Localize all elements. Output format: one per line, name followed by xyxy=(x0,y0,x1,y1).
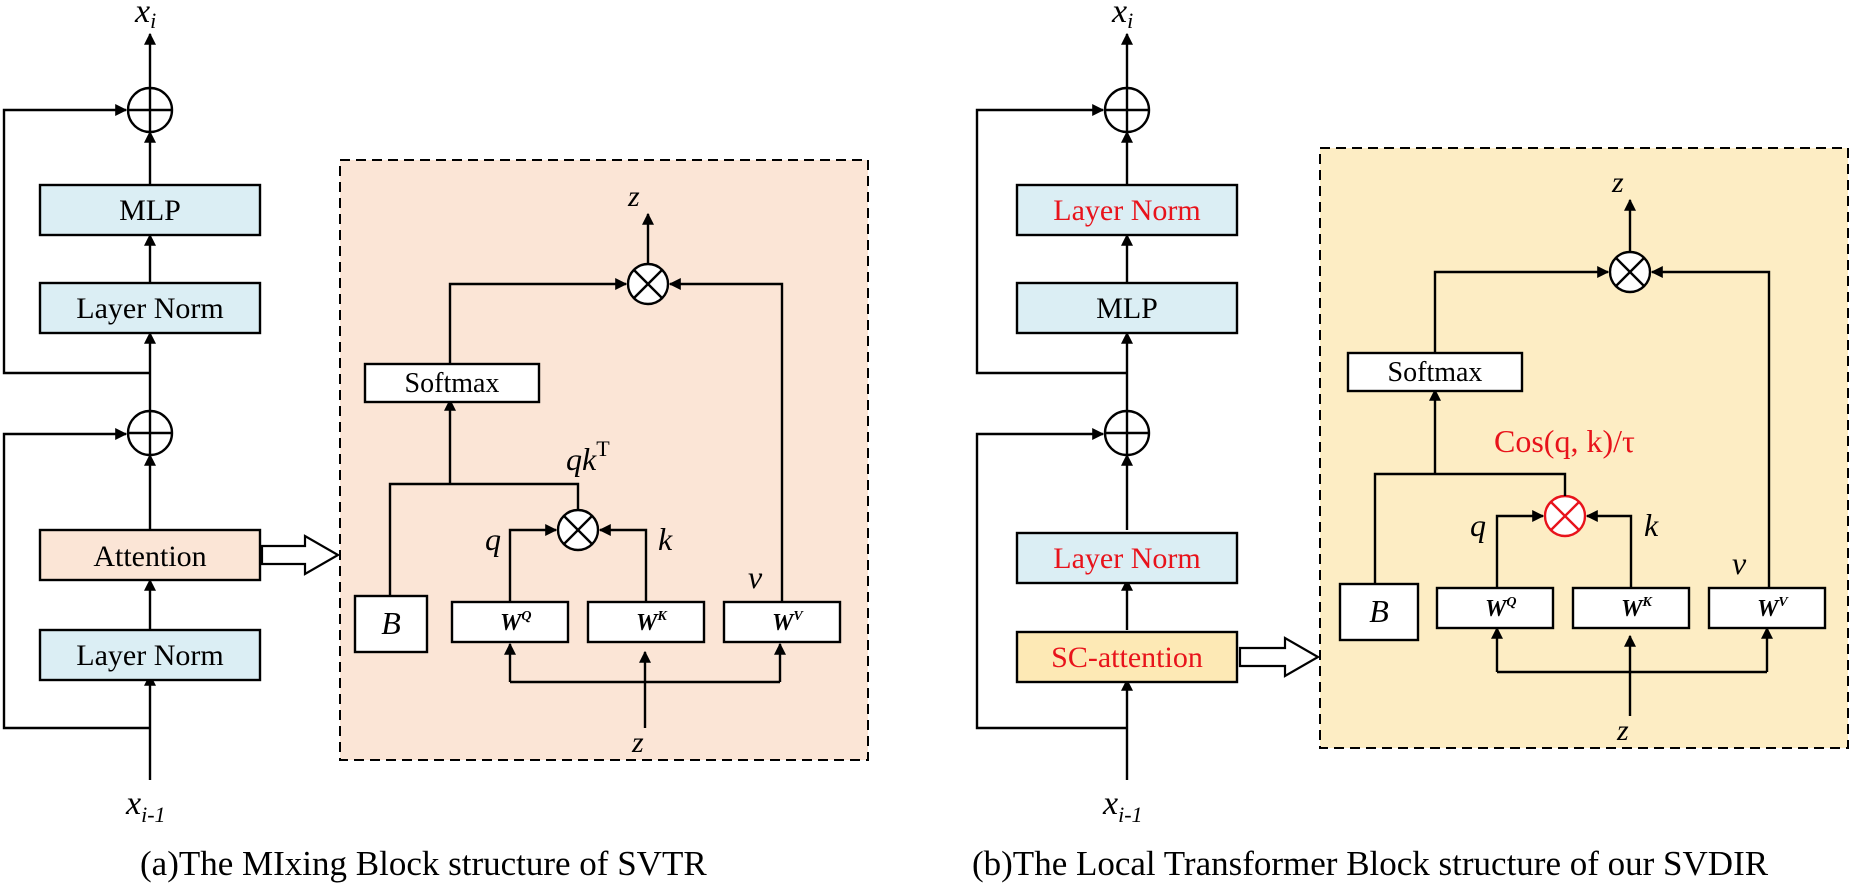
softmax-label-a: Softmax xyxy=(405,368,500,399)
k-label-a: k xyxy=(658,521,673,557)
q-label-a: q xyxy=(485,521,501,557)
layer-norm-top-label: Layer Norm xyxy=(76,292,223,325)
wk-block-a xyxy=(586,600,706,644)
expand-arrow-icon xyxy=(260,534,341,576)
wv-block-b xyxy=(1707,586,1827,630)
layer-norm-bottom-label-b: Layer Norm xyxy=(1053,542,1200,575)
wv-label-b: WV xyxy=(1757,595,1789,622)
b-block-b xyxy=(1338,582,1420,642)
input-label-b: xi-1 xyxy=(1102,785,1143,827)
multiply-node-cos-b xyxy=(1543,494,1587,538)
layer-norm-top-label-b: Layer Norm xyxy=(1053,194,1200,227)
z-out-label-b: z xyxy=(1611,166,1624,199)
softmax-label-b: Softmax xyxy=(1388,357,1483,388)
multiply-node-out-a xyxy=(626,262,670,306)
panel-b-detail-frame xyxy=(1319,147,1849,749)
softmax-block-b xyxy=(1346,351,1524,393)
wv-label-a: WV xyxy=(772,609,804,636)
caption-a: (a)The MIxing Block structure of SVTR xyxy=(140,844,707,883)
wq-label-a: WQ xyxy=(500,609,531,636)
output-label-a: xi xyxy=(134,0,156,33)
wq-label-b: WQ xyxy=(1485,595,1516,622)
mlp-block-b xyxy=(1015,281,1239,335)
cos-score-label-b: Cos(q, k)/τ xyxy=(1494,423,1635,459)
layer-norm-bottom-block-b xyxy=(1015,531,1239,585)
multiply-node-qk-a xyxy=(556,508,600,552)
wk-label-a: WK xyxy=(636,609,668,636)
sc-attention-label: SC-attention xyxy=(1051,641,1203,674)
expand-arrow-icon-b xyxy=(1238,636,1321,678)
multiply-node-out-b xyxy=(1608,250,1652,294)
layer-norm-bottom-block xyxy=(38,628,262,682)
attention-block xyxy=(38,528,262,582)
qk-label-a: qkT xyxy=(566,436,610,477)
mlp-label: MLP xyxy=(119,194,181,227)
z-in-label-b: z xyxy=(1616,714,1629,747)
residual-add-node-top-b xyxy=(1103,86,1151,134)
caption-b: (b)The Local Transformer Block structure… xyxy=(972,844,1769,883)
layer-norm-bottom-label: Layer Norm xyxy=(76,639,223,672)
residual-add-node-bottom-b xyxy=(1103,409,1151,457)
mlp-block xyxy=(38,183,262,237)
wk-label-b: WK xyxy=(1621,595,1653,622)
b-block-a xyxy=(353,594,429,654)
v-label-a: v xyxy=(748,559,763,595)
k-label-b: k xyxy=(1644,507,1659,543)
sc-attention-block xyxy=(1015,630,1239,684)
z-out-label-a: z xyxy=(627,180,640,213)
layer-norm-top-block xyxy=(38,281,262,335)
z-in-label-a: z xyxy=(631,726,644,759)
softmax-block-a xyxy=(363,362,541,404)
panel-b: Layer Norm MLP Layer Norm SC-attention x… xyxy=(972,0,1849,883)
output-label-b: xi xyxy=(1111,0,1133,33)
wq-block-b xyxy=(1435,586,1555,630)
v-label-b: v xyxy=(1732,545,1747,581)
input-label-a: xi-1 xyxy=(125,785,166,827)
q-label-b: q xyxy=(1470,507,1486,543)
wv-block-a xyxy=(722,600,842,644)
residual-add-node-top xyxy=(126,86,174,134)
attention-label: Attention xyxy=(93,540,206,573)
residual-add-node-bottom xyxy=(126,409,174,457)
b-label-a: B xyxy=(381,605,401,641)
layer-norm-top-block-b xyxy=(1015,183,1239,237)
panel-a: MLP Layer Norm Attention Layer Norm xi x… xyxy=(2,0,869,883)
mlp-label-b: MLP xyxy=(1096,292,1158,325)
b-label-b: B xyxy=(1369,593,1389,629)
